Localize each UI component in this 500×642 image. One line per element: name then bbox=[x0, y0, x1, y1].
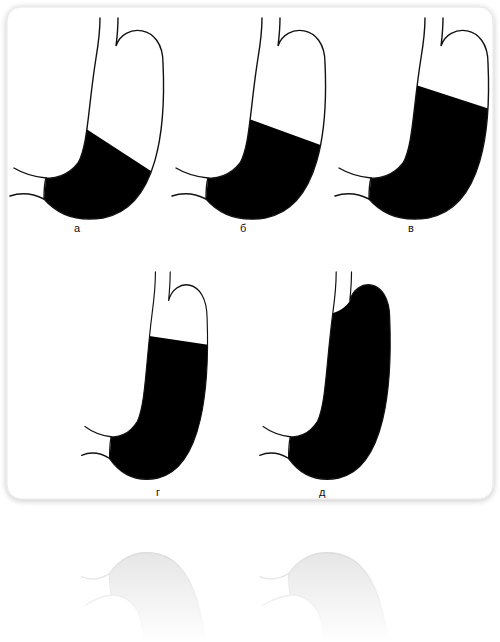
panel-letter: г bbox=[156, 486, 160, 499]
stomach-g bbox=[80, 272, 244, 540]
stomach-v bbox=[333, 18, 500, 278]
panel-letter: а bbox=[74, 222, 80, 235]
reflection-fade bbox=[0, 505, 500, 642]
panel-letter: д bbox=[319, 486, 325, 499]
panel-letter: б bbox=[240, 222, 246, 235]
stomach-a bbox=[8, 18, 208, 278]
stomach-b bbox=[170, 18, 370, 278]
card bbox=[7, 7, 493, 499]
stomach-d bbox=[258, 272, 428, 540]
panel-letter: в bbox=[408, 222, 414, 235]
